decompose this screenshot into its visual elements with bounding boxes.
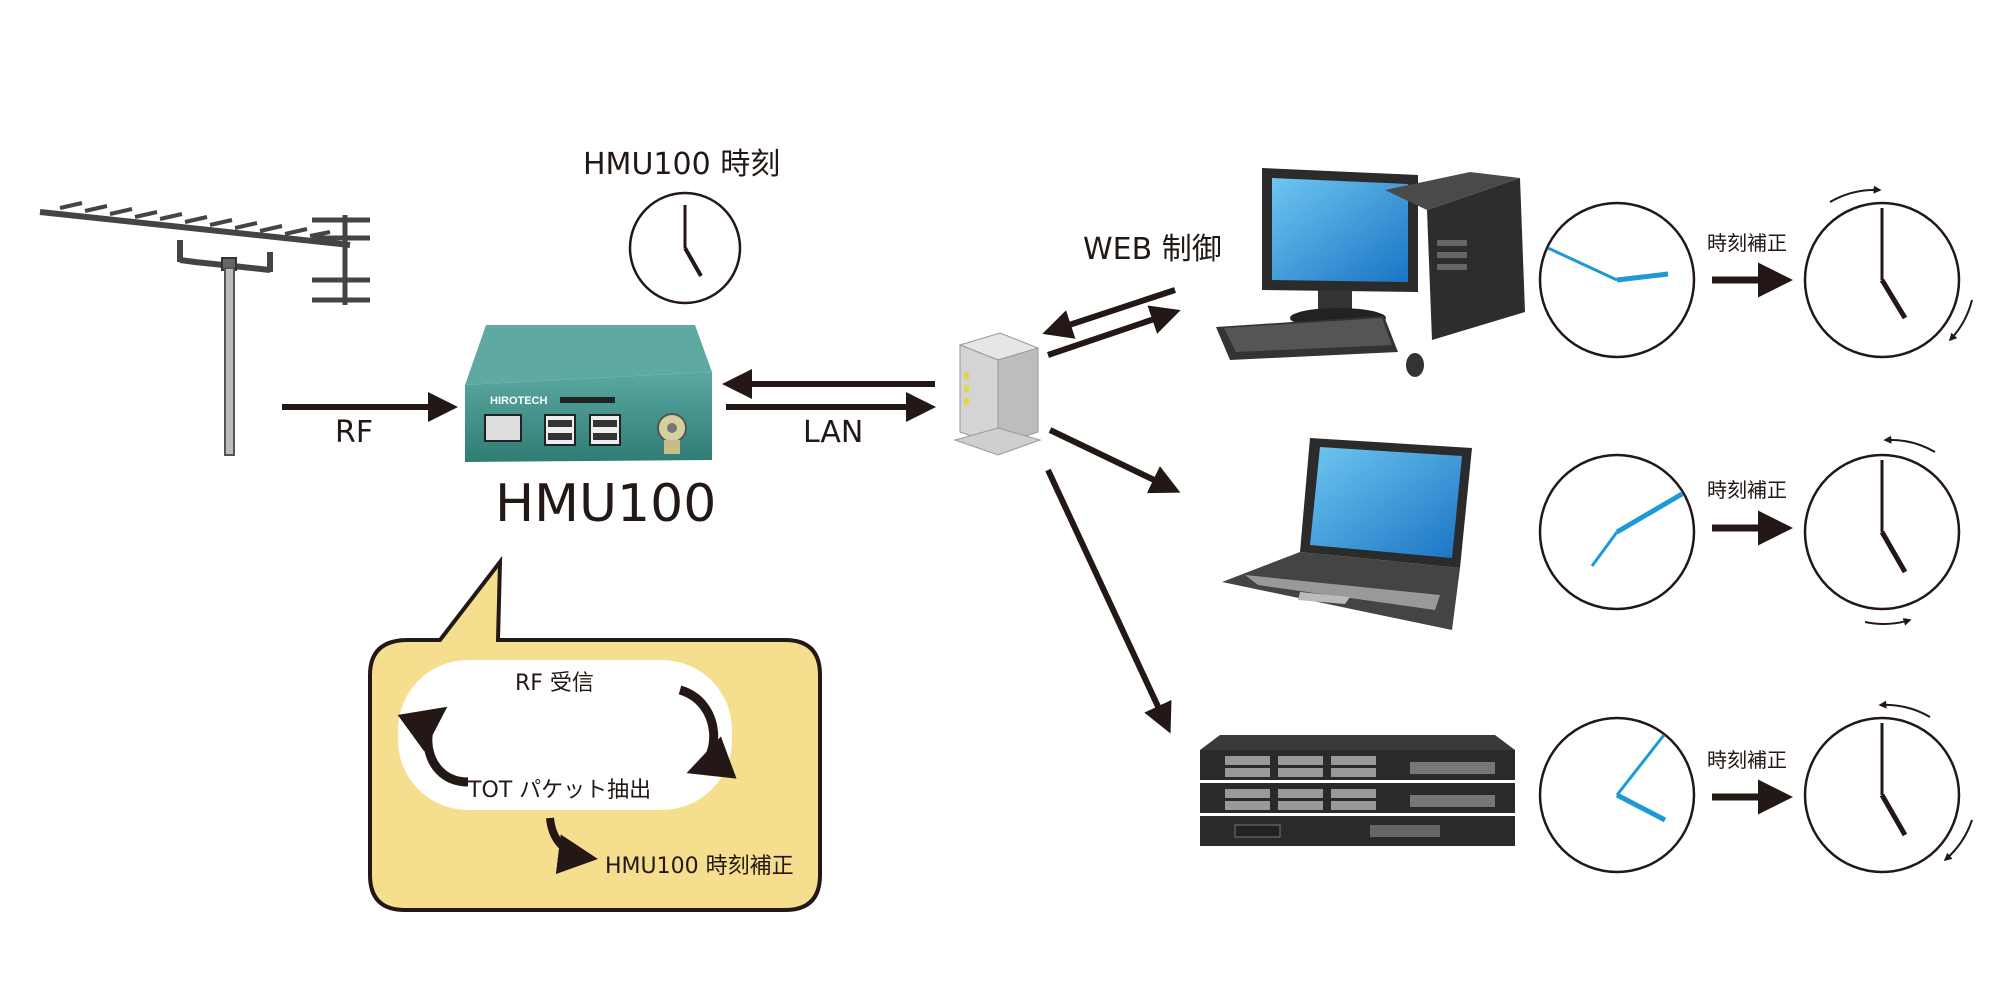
- rf-receive-label: RF 受信: [515, 671, 594, 696]
- router-icon: [953, 332, 1042, 456]
- laptop-icon: [1222, 438, 1472, 630]
- lan-label: LAN: [803, 415, 864, 450]
- web-arrow-in: [1042, 287, 1176, 339]
- time-correction-label-pc: 時刻補正: [1707, 231, 1787, 255]
- clock-icon: [1538, 453, 1696, 611]
- clock-icon: [1803, 435, 1961, 626]
- hmu-clock-title: HMU100 時刻: [583, 147, 781, 182]
- arrow-to-laptop: [1048, 427, 1181, 494]
- web-arrow-out: [1047, 305, 1181, 358]
- hmu-time-correction-label: HMU100 時刻補正: [605, 854, 794, 879]
- loop-arrow-right: [678, 685, 737, 779]
- clock-icon: [1538, 201, 1696, 359]
- clock-icon: [1538, 716, 1696, 874]
- time-correction-label-laptop: 時刻補正: [1707, 478, 1787, 502]
- correction-arrow: [546, 817, 598, 875]
- clock-icon: [1803, 185, 1973, 359]
- antenna-icon: [39, 201, 370, 456]
- web-control-label: WEB 制御: [1083, 232, 1222, 267]
- clock-icon: [1803, 700, 1973, 874]
- hmu100-device-icon: [465, 325, 712, 462]
- loop-arrow-left: [397, 706, 469, 787]
- device-name: HMU100: [495, 474, 717, 534]
- time-correction-label-server: 時刻補正: [1707, 748, 1787, 772]
- device-brand: HIROTECH: [490, 395, 548, 407]
- desktop-pc-icon: [1216, 168, 1525, 377]
- process-loop-panel: [398, 660, 732, 810]
- clock-icon: [628, 191, 742, 305]
- rf-label: RF: [335, 415, 374, 450]
- tot-extract-label: TOT パケット抽出: [468, 778, 652, 803]
- arrow-to-server: [1045, 468, 1172, 734]
- rack-server-icon: [1200, 735, 1515, 846]
